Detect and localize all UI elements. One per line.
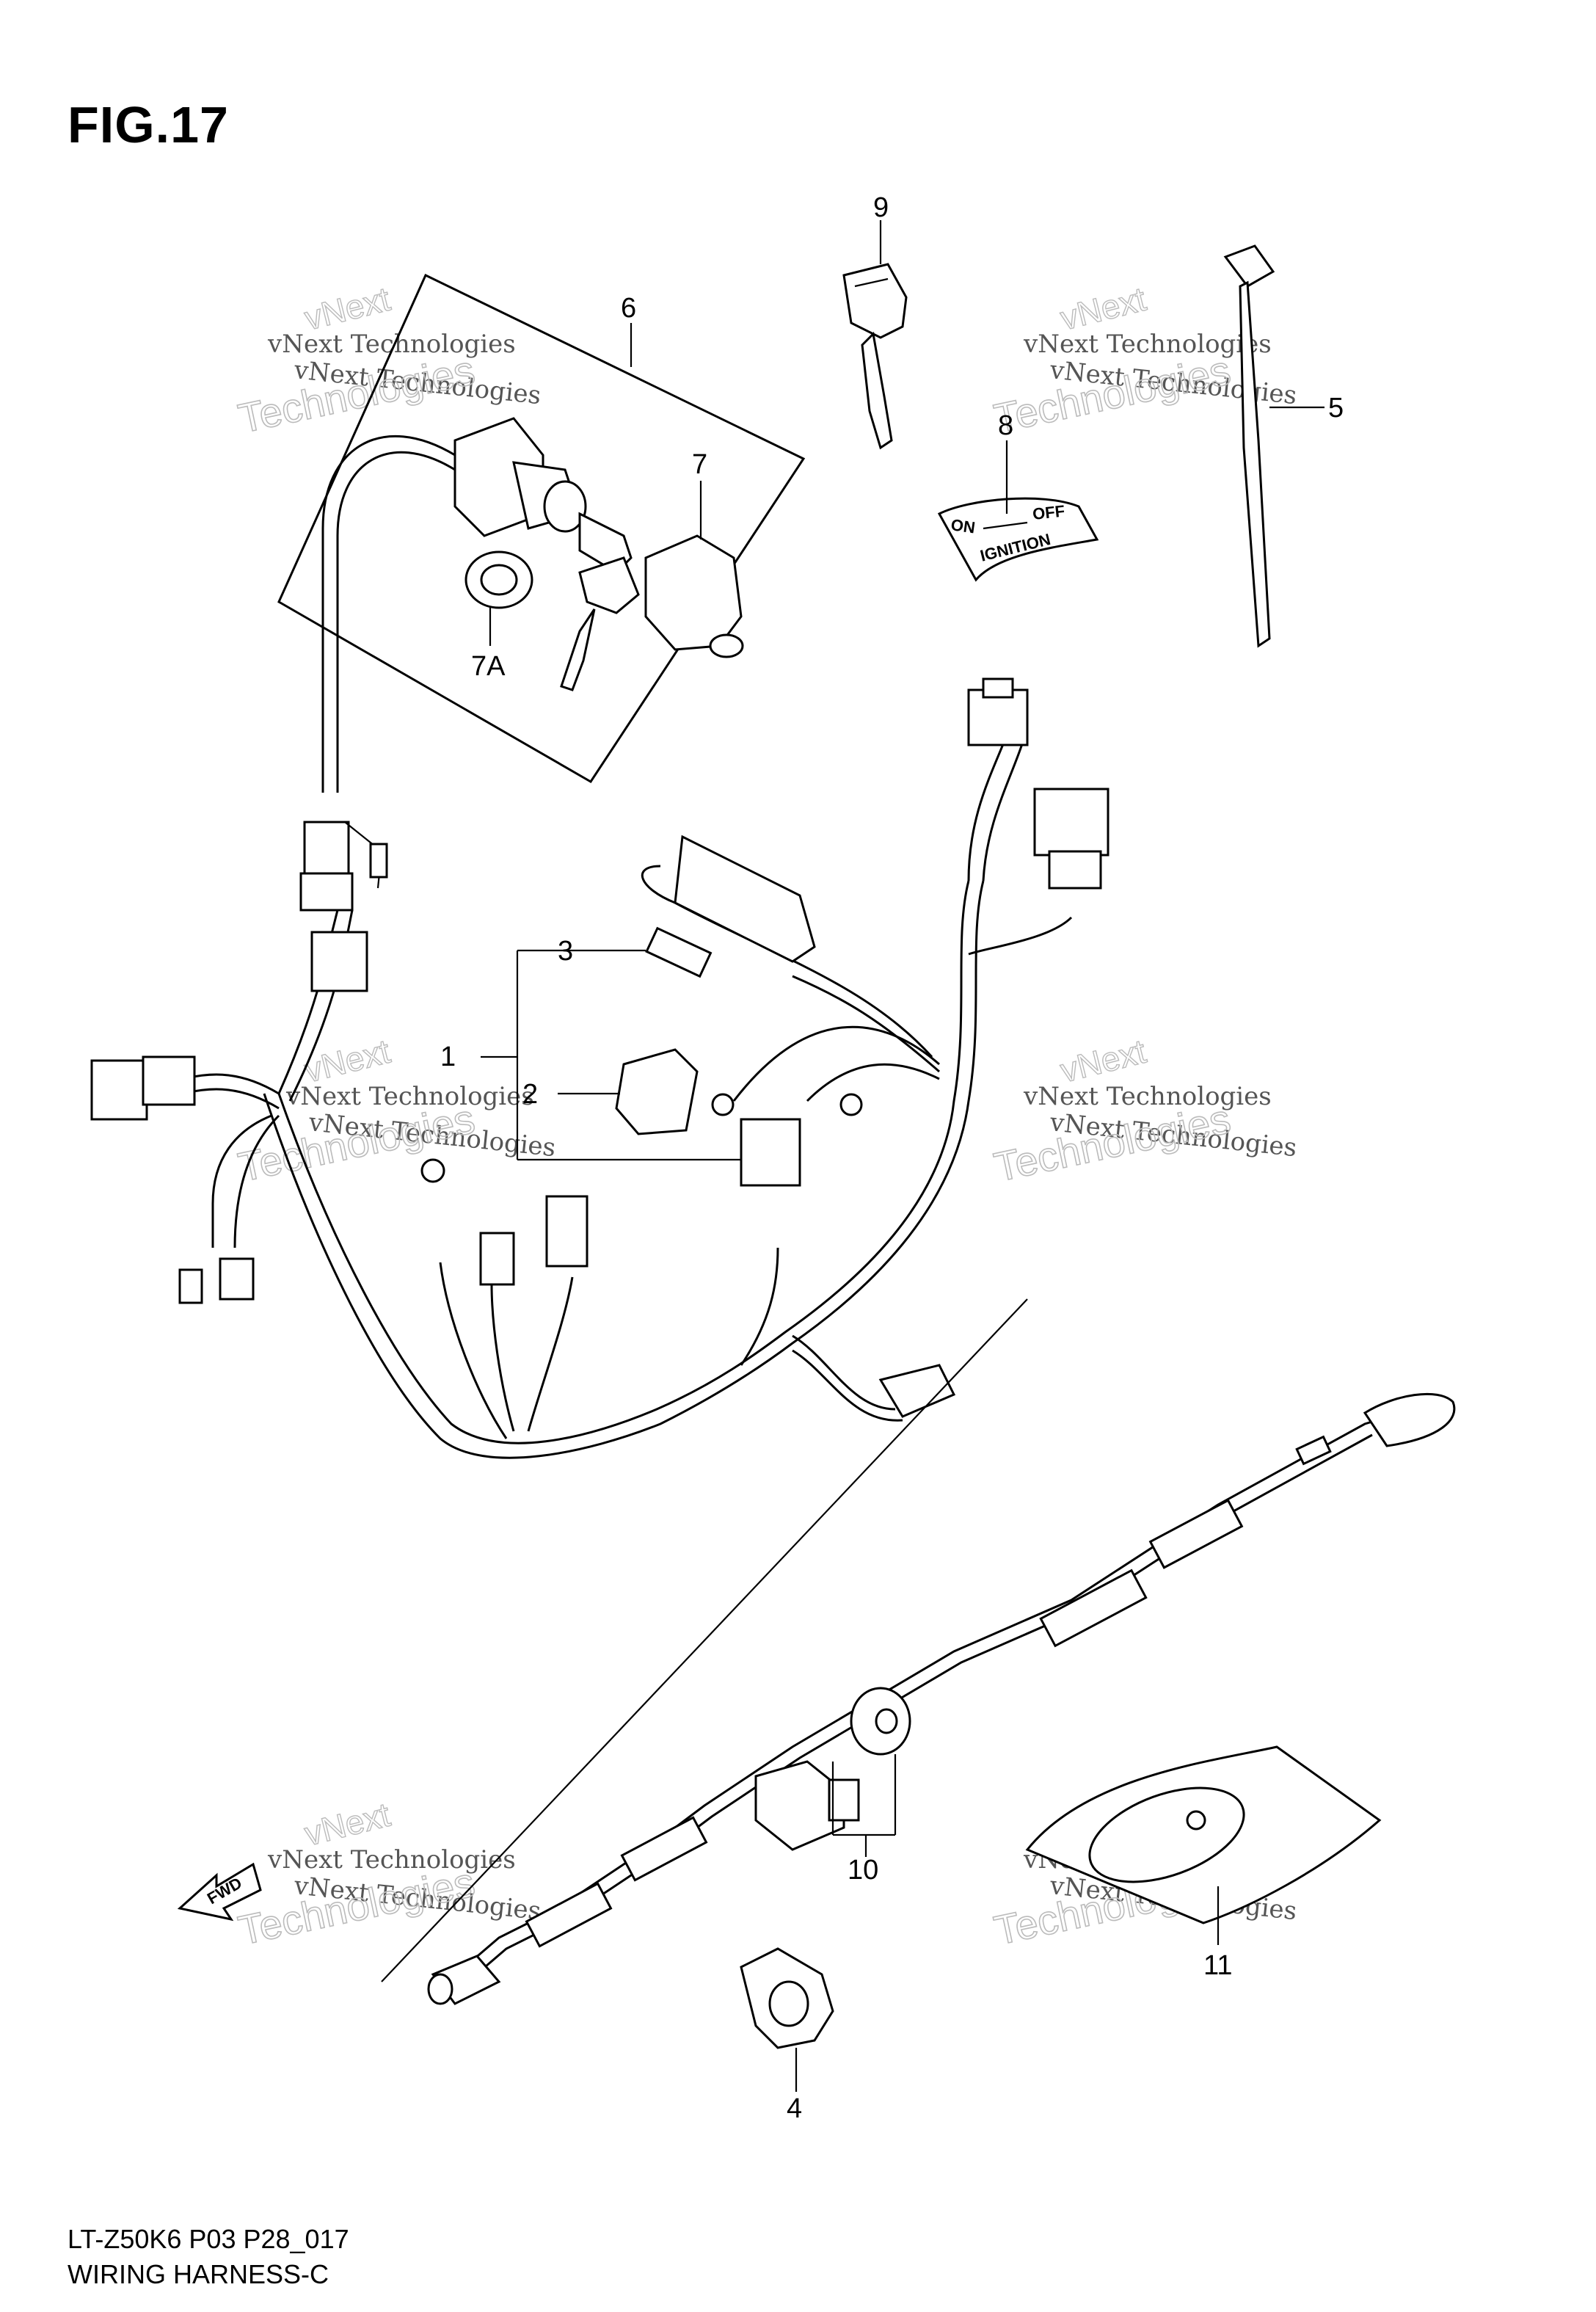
figure-code: LT-Z50K6 P03 P28_017 xyxy=(68,2224,349,2254)
harness-connectors xyxy=(90,677,1109,1418)
watermark-text: vNext Technologies xyxy=(267,1845,516,1875)
watermark-brand: vNext xyxy=(301,280,394,338)
ignition-switch-assembly xyxy=(277,273,806,912)
callout-numbers: 9 6 7 7A 8 5 3 1 2 10 11 4 xyxy=(440,192,1344,2124)
fuse-holder xyxy=(674,835,816,963)
watermark-brand: vNext xyxy=(301,1795,394,1853)
watermark-outline: Technologies xyxy=(990,346,1234,442)
watermark-4: vNext vNext Technologies vNext Technolog… xyxy=(990,1031,1299,1190)
callout-10: 10 xyxy=(848,1855,878,1886)
switch-connector xyxy=(299,821,388,912)
connector-4pin-left xyxy=(90,1059,148,1121)
fuse-cap xyxy=(615,1048,699,1135)
watermark-brand: vNext xyxy=(301,1032,394,1090)
ignition-switch xyxy=(453,417,633,574)
protector-pad xyxy=(1025,1745,1382,1924)
watermark-text: vNext Technologies xyxy=(1023,330,1272,359)
forward-arrow: FWD xyxy=(177,1862,262,1922)
figure-name: WIRING HARNESS-C xyxy=(68,2259,329,2289)
callout-11: 11 xyxy=(1203,1950,1232,1981)
watermark-3: vNext vNext Technologies vNext Technolog… xyxy=(234,1031,558,1190)
ring-terminal-2 xyxy=(839,1093,863,1116)
callout-9: 9 xyxy=(873,192,889,223)
connector-center xyxy=(740,1118,801,1187)
ignition-key xyxy=(842,263,908,450)
watermark-text: vNext Technologies xyxy=(267,330,516,359)
watermark-brand: vNext xyxy=(1057,280,1150,338)
callout-1: 1 xyxy=(440,1042,456,1072)
connector-lower-right xyxy=(878,1364,956,1418)
connector-small-1 xyxy=(178,1268,203,1304)
callout-leaders xyxy=(381,220,1324,2092)
connector-lower-2 xyxy=(545,1195,589,1268)
lock-ring xyxy=(464,550,533,609)
callout-7a: 7A xyxy=(471,651,506,682)
callout-4: 4 xyxy=(787,2093,802,2124)
sensor-assembly xyxy=(427,1392,1456,2005)
callout-2: 2 xyxy=(522,1079,538,1110)
watermark-brand: vNext xyxy=(1057,1032,1150,1090)
callout-3: 3 xyxy=(558,936,573,967)
connector-mid-left xyxy=(310,931,368,992)
label-off: OFF xyxy=(1032,502,1065,523)
callout-7: 7 xyxy=(692,449,707,480)
key-inside-assembly xyxy=(560,556,640,691)
label-on: ON xyxy=(950,515,976,537)
switch-lead-wire-2 xyxy=(336,451,456,793)
ring-terminal-1 xyxy=(711,1093,735,1116)
cable-tie xyxy=(1223,244,1275,648)
connector-lower-1 xyxy=(479,1232,515,1286)
clamp xyxy=(740,1947,834,2049)
callout-6: 6 xyxy=(621,293,636,324)
connector-small-2 xyxy=(219,1257,255,1301)
ring-terminal-left xyxy=(420,1158,445,1183)
switch-lead-wire xyxy=(321,435,456,793)
callout-5: 5 xyxy=(1328,393,1344,423)
switch-cap xyxy=(644,534,744,658)
callout-8: 8 xyxy=(998,410,1013,441)
watermark-text: vNext Technologies xyxy=(1023,1082,1272,1111)
connector-4pin-right xyxy=(1033,788,1109,857)
ignition-label-decal: ON OFF IGNITION xyxy=(937,497,1099,582)
fuse xyxy=(645,926,713,978)
watermark-text: vNext Technologies xyxy=(285,1082,534,1111)
watermark-5: vNext vNext Technologies vNext Technolog… xyxy=(234,1795,543,1954)
figure-title: FIG.17 xyxy=(68,96,229,153)
